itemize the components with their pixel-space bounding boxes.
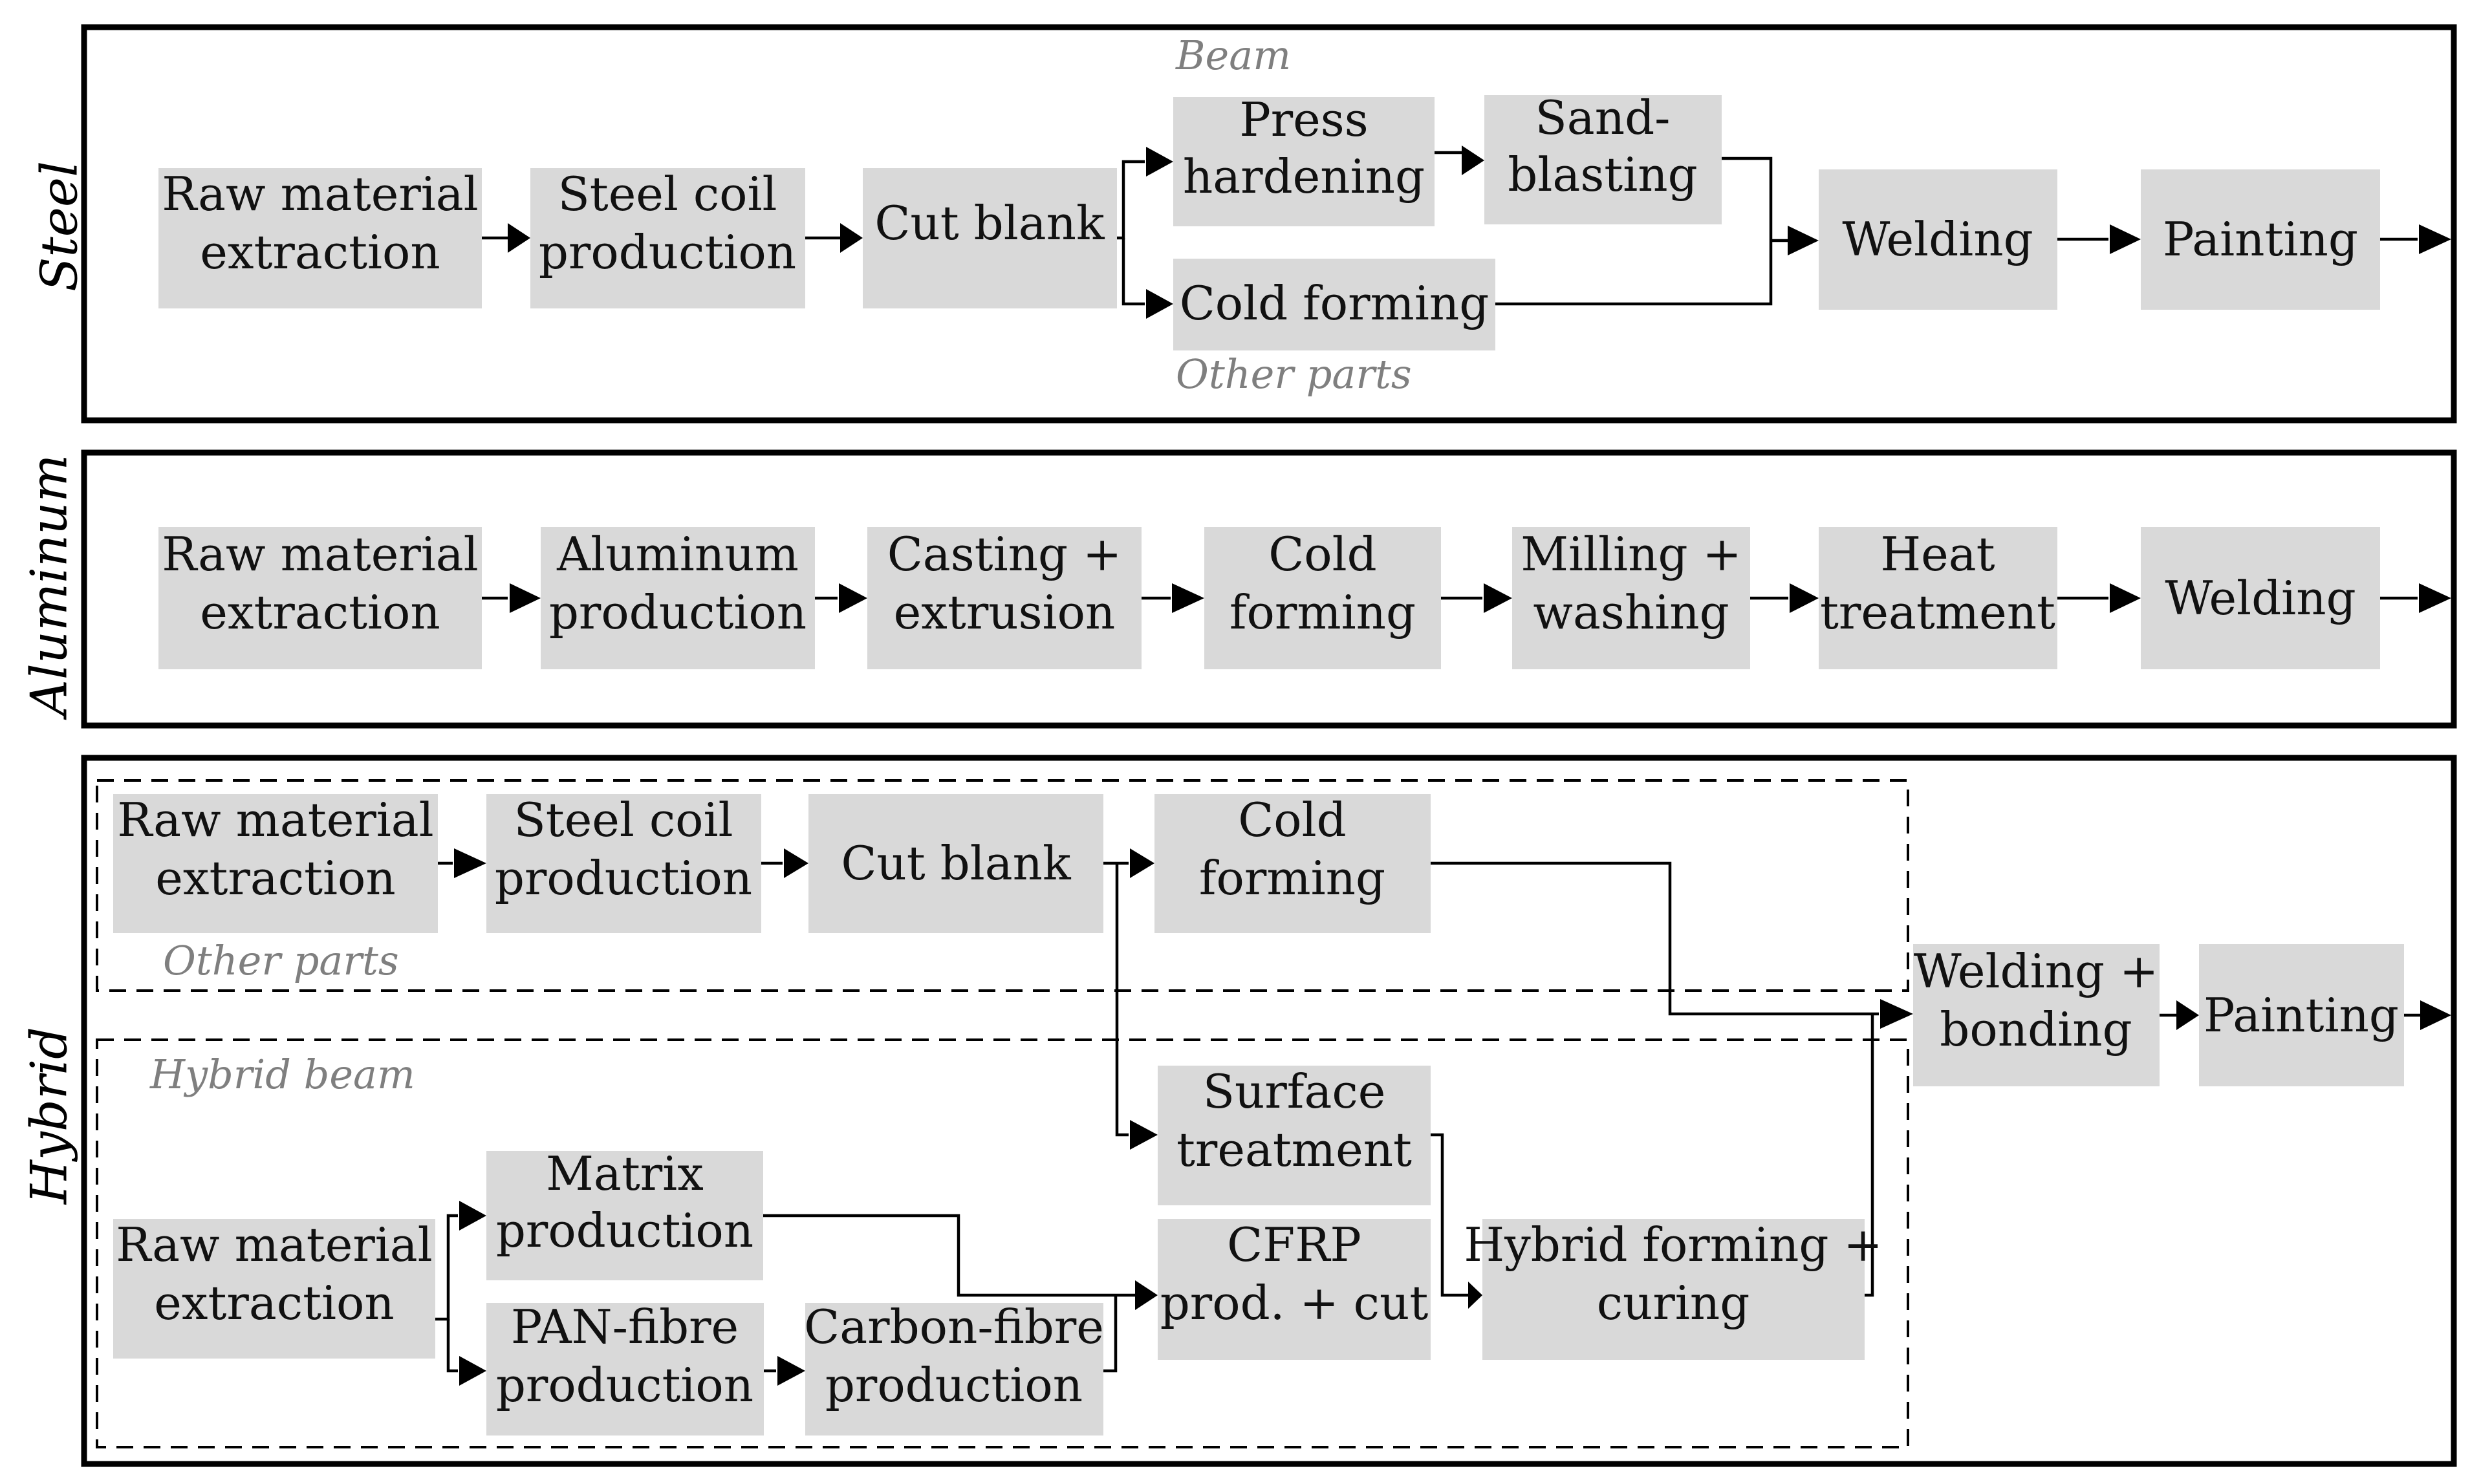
svg-text:Sand-: Sand- [1535, 91, 1670, 145]
svg-text:extraction: extraction [154, 1276, 395, 1330]
svg-text:forming: forming [1199, 851, 1385, 905]
svg-text:Steel coil: Steel coil [514, 793, 733, 847]
svg-text:Surface: Surface [1203, 1064, 1386, 1119]
svg-text:CFRP: CFRP [1227, 1218, 1361, 1272]
svg-text:PAN-fibre: PAN-fibre [511, 1300, 739, 1354]
svg-text:extraction: extraction [200, 585, 440, 640]
steel-welding: Welding [1819, 169, 2057, 310]
steel-cold-forming: Cold forming [1173, 259, 1495, 350]
steel-sand-blasting: Sand- blasting [1484, 91, 1722, 224]
svg-text:Welding +: Welding + [1914, 944, 2159, 998]
svg-text:Cold forming: Cold forming [1180, 276, 1490, 330]
connectors [435, 151, 2420, 1373]
svg-text:Carbon-fibre: Carbon-fibre [804, 1300, 1104, 1354]
aluminum-milling-washing: Milling + washing [1512, 527, 1750, 669]
svg-text:Raw material: Raw material [116, 1218, 432, 1272]
aluminum-side-label: Aluminum [21, 455, 79, 720]
svg-text:Painting: Painting [2163, 212, 2358, 266]
svg-text:Raw material: Raw material [117, 793, 433, 847]
svg-text:washing: washing [1533, 585, 1729, 640]
hybrid-painting: Painting [2199, 944, 2404, 1086]
steel-painting: Painting [2141, 169, 2380, 310]
hybrid-surface-treatment: Surface treatment [1158, 1064, 1431, 1205]
hybrid-welding-bonding: Welding + bonding [1913, 944, 2160, 1086]
svg-text:production: production [825, 1358, 1083, 1412]
arrowheads [454, 145, 2451, 1386]
aluminum-welding: Welding [2141, 527, 2380, 669]
svg-text:treatment: treatment [1176, 1123, 1412, 1177]
svg-text:Cold: Cold [1268, 527, 1377, 581]
svg-text:production: production [496, 1358, 753, 1412]
svg-text:Cut blank: Cut blank [874, 196, 1105, 250]
steel-panel [81, 24, 2457, 424]
hybrid-pan-fibre-production: PAN-fibre production [486, 1300, 764, 1436]
svg-text:treatment: treatment [1820, 585, 2055, 640]
svg-text:Painting: Painting [2204, 988, 2399, 1042]
aluminum-raw-material-extraction: Raw material extraction [158, 527, 482, 669]
svg-text:production: production [539, 225, 796, 279]
svg-text:Heat: Heat [1880, 527, 1995, 581]
steel-raw-material-extraction: Raw material extraction [158, 167, 482, 308]
svg-text:Cut blank: Cut blank [841, 836, 1072, 890]
steel-beam-note: Beam [1175, 32, 1291, 79]
steel-press-hardening: Press hardening [1173, 92, 1435, 226]
hybrid-raw-material-extraction-top: Raw material extraction [113, 793, 438, 933]
hybrid-other-parts-note: Other parts [163, 937, 399, 984]
aluminum-cold-forming: Cold forming [1204, 527, 1441, 669]
svg-text:Steel coil: Steel coil [558, 167, 777, 221]
aluminum-production: Aluminum production [541, 527, 815, 669]
svg-text:Matrix: Matrix [546, 1146, 704, 1201]
svg-text:bonding: bonding [1940, 1002, 2132, 1057]
svg-text:Raw material: Raw material [162, 167, 478, 221]
aluminum-casting-extrusion: Casting + extrusion [867, 527, 1142, 669]
svg-text:production: production [495, 851, 752, 905]
hybrid-raw-material-extraction-bottom: Raw material extraction [113, 1218, 435, 1359]
svg-text:forming: forming [1230, 585, 1416, 640]
svg-text:production: production [496, 1203, 753, 1258]
svg-text:extraction: extraction [200, 225, 440, 279]
hybrid-cfrp-prod-cut: CFRP prod. + cut [1158, 1218, 1431, 1360]
aluminum-panel [81, 449, 2457, 729]
svg-text:extraction: extraction [155, 851, 396, 905]
svg-text:Milling +: Milling + [1521, 527, 1742, 581]
hybrid-steel-coil-production: Steel coil production [486, 793, 761, 933]
svg-text:Cold: Cold [1238, 793, 1347, 847]
other-parts-group [96, 779, 1909, 992]
hybrid-beam-group [96, 1038, 1909, 1448]
svg-text:Welding: Welding [2165, 571, 2356, 625]
svg-text:Welding: Welding [1842, 212, 2033, 266]
hybrid-cut-blank: Cut blank [808, 794, 1103, 933]
svg-text:Press: Press [1239, 92, 1368, 147]
hybrid-panel [81, 755, 2457, 1467]
svg-text:extrusion: extrusion [894, 585, 1116, 640]
hybrid-matrix-production: Matrix production [486, 1146, 763, 1280]
svg-text:Raw material: Raw material [162, 527, 478, 581]
svg-text:curing: curing [1597, 1276, 1750, 1330]
steel-side-label: Steel [31, 161, 89, 292]
svg-text:prod. + cut: prod. + cut [1160, 1276, 1429, 1330]
svg-text:Hybrid forming +: Hybrid forming + [1464, 1218, 1882, 1272]
steel-coil-production: Steel coil production [530, 167, 805, 308]
steel-cut-blank: Cut blank [863, 168, 1117, 308]
hybrid-carbon-fibre-production: Carbon-fibre production [804, 1300, 1104, 1436]
hybrid-cold-forming: Cold forming [1154, 793, 1431, 933]
steel-other-parts-note: Other parts [1176, 350, 1412, 398]
hybrid-beam-note: Hybrid beam [149, 1051, 415, 1098]
svg-text:hardening: hardening [1183, 149, 1425, 204]
svg-text:blasting: blasting [1508, 147, 1697, 202]
svg-text:Casting +: Casting + [887, 527, 1122, 581]
aluminum-heat-treatment: Heat treatment [1819, 527, 2057, 669]
svg-text:Aluminum: Aluminum [556, 527, 799, 581]
svg-text:production: production [549, 585, 807, 640]
hybrid-forming-curing: Hybrid forming + curing [1464, 1218, 1883, 1360]
hybrid-side-label: Hybrid [21, 1027, 79, 1205]
